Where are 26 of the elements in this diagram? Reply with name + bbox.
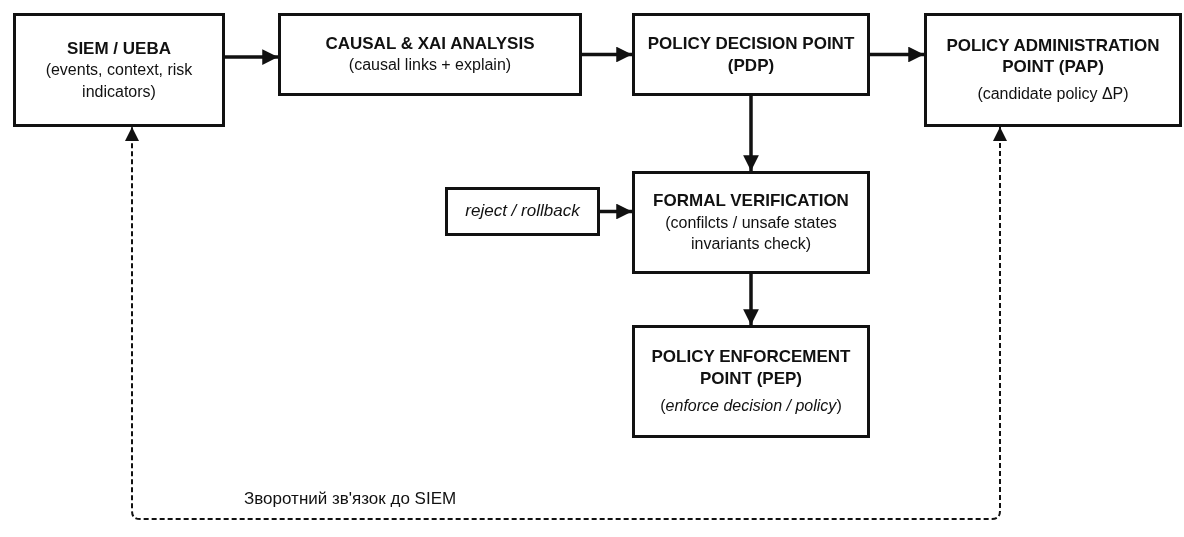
arrow — [582, 46, 632, 63]
box-title: SIEM / UEBA — [67, 37, 171, 60]
box-description: (enforce decision / policy) — [660, 395, 842, 416]
process-box — [632, 171, 870, 274]
feedback-arrow — [125, 126, 1007, 520]
arrow — [870, 46, 924, 63]
box-title: CAUSAL & XAI ANALYSIS — [325, 33, 535, 55]
box-description: (candidate policy ΔP) — [977, 84, 1129, 105]
box-title: POLICY DECISION POINT (PDP) — [646, 33, 856, 76]
process-box — [632, 13, 870, 96]
box-title: POLICY ENFORCEMENT POINT (PEP) — [650, 346, 852, 389]
box-description: (causal links + explain) — [348, 55, 512, 76]
box-description: (events, context, risk indicators) — [44, 60, 194, 102]
box-title: FORMAL VERIFICATION — [653, 190, 849, 212]
box-title: POLICY ADMINISTRATION POINT (PAP) — [945, 34, 1161, 78]
process-box — [445, 187, 600, 236]
box-label: reject / rollback — [465, 200, 580, 223]
arrow — [743, 96, 759, 171]
box-description: (confilcts / unsafe states invariants check) — [664, 212, 838, 255]
process-box — [278, 13, 582, 96]
process-box — [632, 325, 870, 438]
process-box — [924, 13, 1182, 127]
process-box — [13, 13, 225, 127]
arrow — [600, 203, 632, 220]
arrow — [743, 274, 759, 325]
arrow — [225, 49, 278, 65]
